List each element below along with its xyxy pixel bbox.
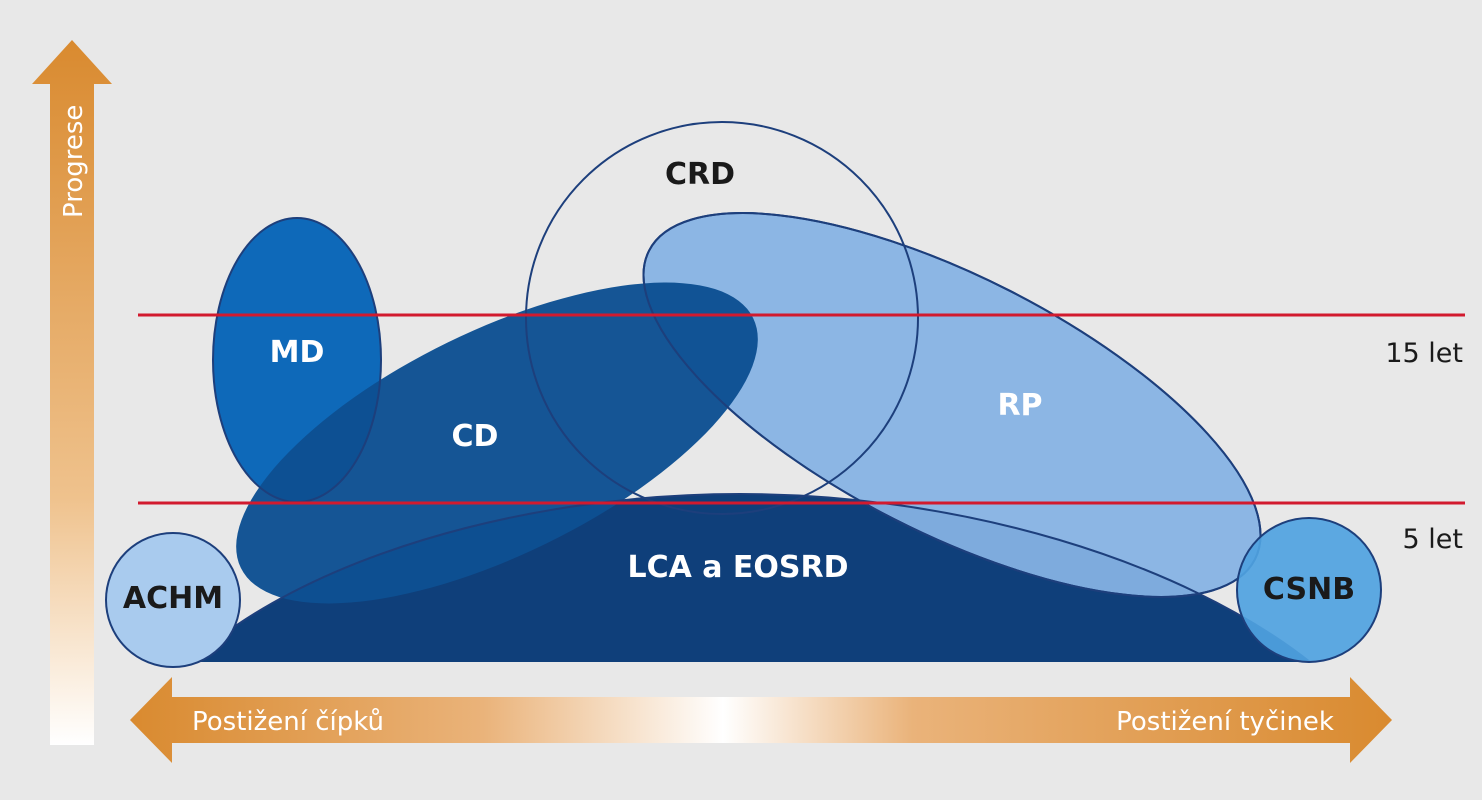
md-label: MD xyxy=(270,335,325,370)
progression-label: Progrese xyxy=(59,105,89,218)
progression-arrow xyxy=(32,40,112,745)
cone-rod-arrow xyxy=(130,677,1392,763)
age-label-15: 15 let xyxy=(1385,338,1463,369)
cd-region xyxy=(236,282,758,604)
rod-involvement-label: Postižení tyčinek xyxy=(1116,707,1334,737)
rp-label: RP xyxy=(997,388,1042,423)
achm-region xyxy=(105,532,241,668)
csnb-label: CSNB xyxy=(1263,572,1355,607)
crd-region xyxy=(525,121,919,515)
lca-outline xyxy=(189,492,1311,663)
achm-label: ACHM xyxy=(123,581,223,616)
crd-label: CRD xyxy=(665,157,735,192)
cone-involvement-label: Postižení čípků xyxy=(192,707,384,737)
cd-label: CD xyxy=(452,419,499,454)
age-label-5: 5 let xyxy=(1403,524,1463,555)
lca-eosrd-label: LCA a EOSRD xyxy=(627,550,848,585)
csnb-region xyxy=(1236,517,1382,663)
